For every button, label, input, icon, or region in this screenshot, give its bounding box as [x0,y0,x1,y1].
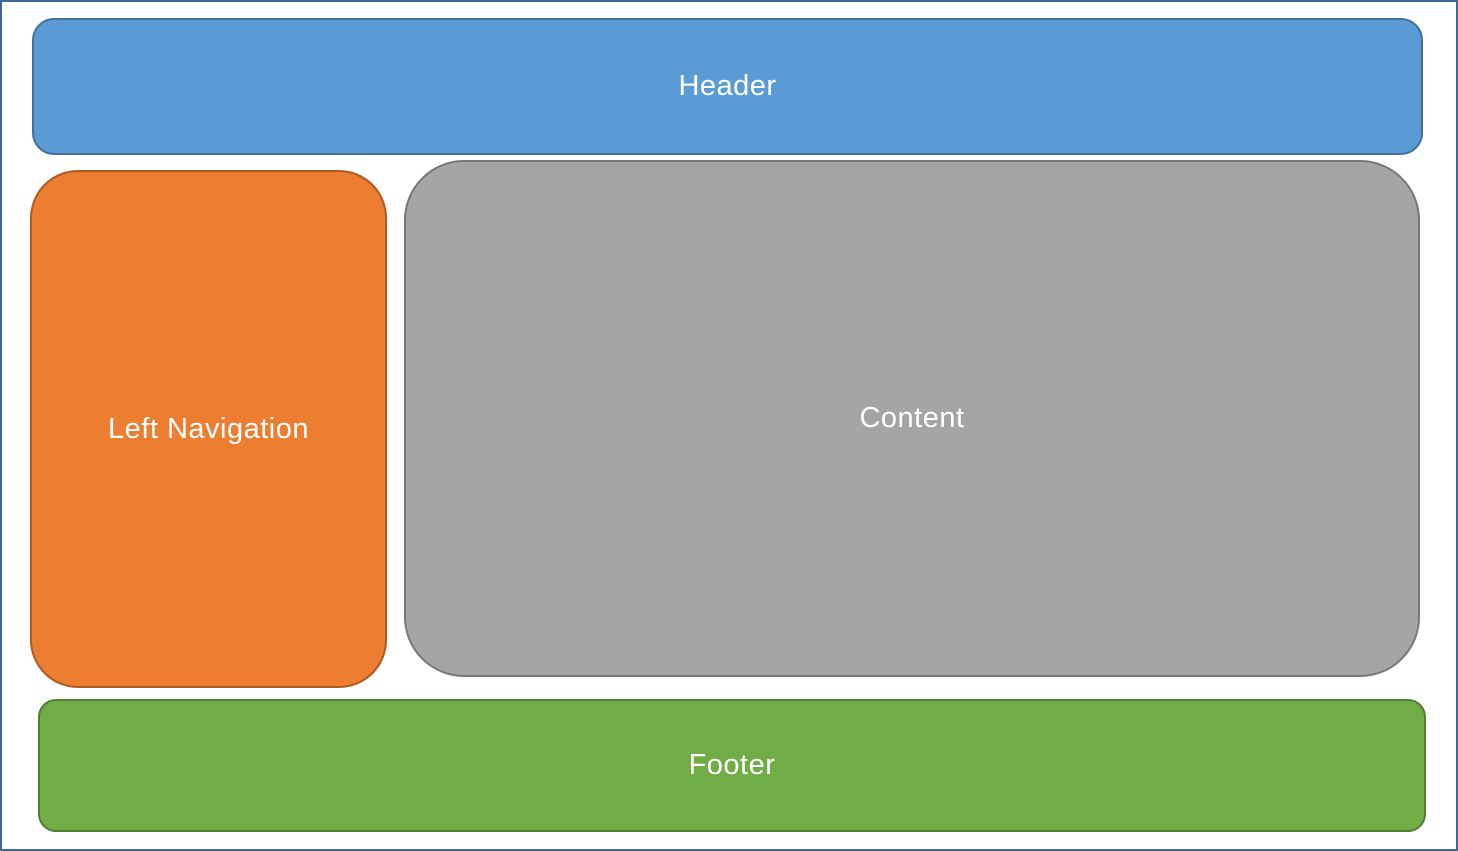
content-label: Content [859,402,965,434]
content-region: Content [404,160,1420,677]
footer-label: Footer [688,749,776,781]
header-label: Header [678,70,777,102]
left-navigation-label: Left Navigation [108,412,309,445]
footer-region: Footer [38,699,1426,832]
header-region: Header [32,18,1423,155]
left-navigation-region: Left Navigation [30,170,387,688]
